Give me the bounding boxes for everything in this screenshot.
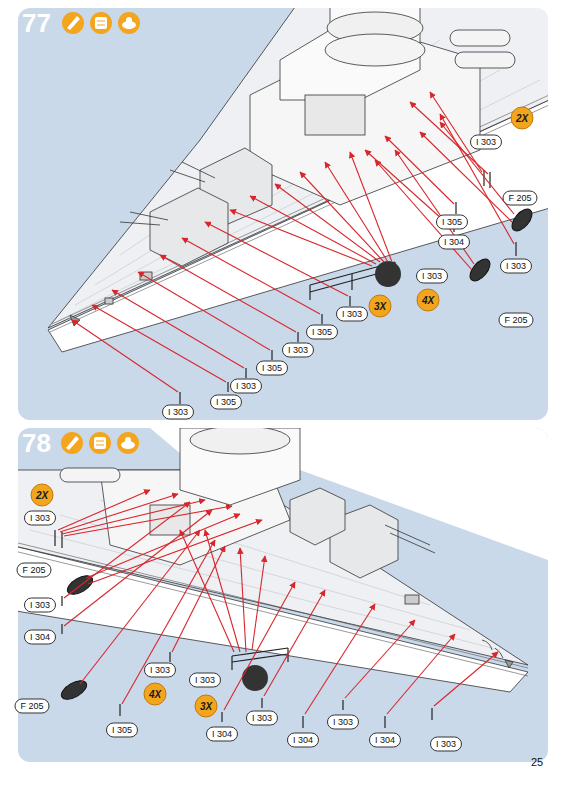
part-number: I 303 xyxy=(24,511,56,526)
quantity-badge: 2X xyxy=(31,484,54,507)
part-number: I 303 xyxy=(416,269,448,284)
part-sketches xyxy=(55,530,432,728)
life-ring xyxy=(58,677,89,703)
part-number: I 303 xyxy=(500,259,532,274)
part-number: I 303 xyxy=(24,598,56,613)
step-number: 78 xyxy=(22,430,51,456)
life-ring xyxy=(508,206,535,235)
part-number: I 303 xyxy=(336,307,368,322)
part-number: I 303 xyxy=(189,673,221,688)
part-number: F 205 xyxy=(498,313,533,328)
instruction-icons xyxy=(61,12,140,454)
page-number: 25 xyxy=(531,757,543,768)
part-number: I 303 xyxy=(470,135,502,150)
ship-bow-view xyxy=(18,428,548,692)
part-number: I 304 xyxy=(206,727,238,742)
part-number: I 303 xyxy=(144,663,176,678)
part-number: F 205 xyxy=(16,563,51,578)
ship-bow-view xyxy=(48,8,548,352)
quantity-badge: 3X xyxy=(195,695,218,718)
life-ring xyxy=(466,256,493,285)
part-number: I 303 xyxy=(230,379,262,394)
part-number: I 304 xyxy=(287,733,319,748)
part-sketches xyxy=(180,170,516,404)
part-number: I 305 xyxy=(256,361,288,376)
quantity-badge: 3X xyxy=(369,295,392,318)
part-number: F 205 xyxy=(14,699,49,714)
part-number: I 303 xyxy=(246,711,278,726)
quantity-badge: 4X xyxy=(417,289,440,312)
part-number: I 303 xyxy=(282,343,314,358)
part-number: I 304 xyxy=(369,733,401,748)
quantity-badge: 4X xyxy=(144,683,167,706)
part-number: I 303 xyxy=(430,737,462,752)
part-number: F 205 xyxy=(502,191,537,206)
placement-arrows xyxy=(72,92,514,392)
part-number: I 305 xyxy=(106,723,138,738)
step-number: 77 xyxy=(22,10,51,36)
part-number: I 303 xyxy=(327,715,359,730)
part-number: I 305 xyxy=(306,325,338,340)
glue-icon xyxy=(375,261,401,287)
glue-icon xyxy=(242,665,268,691)
part-number: I 305 xyxy=(436,215,468,230)
part-number: I 303 xyxy=(162,405,194,420)
part-number: I 304 xyxy=(24,630,56,645)
part-number: I 305 xyxy=(210,395,242,410)
part-number: I 304 xyxy=(438,235,470,250)
quantity-badge: 2X xyxy=(511,107,534,130)
placement-arrows xyxy=(58,490,498,714)
